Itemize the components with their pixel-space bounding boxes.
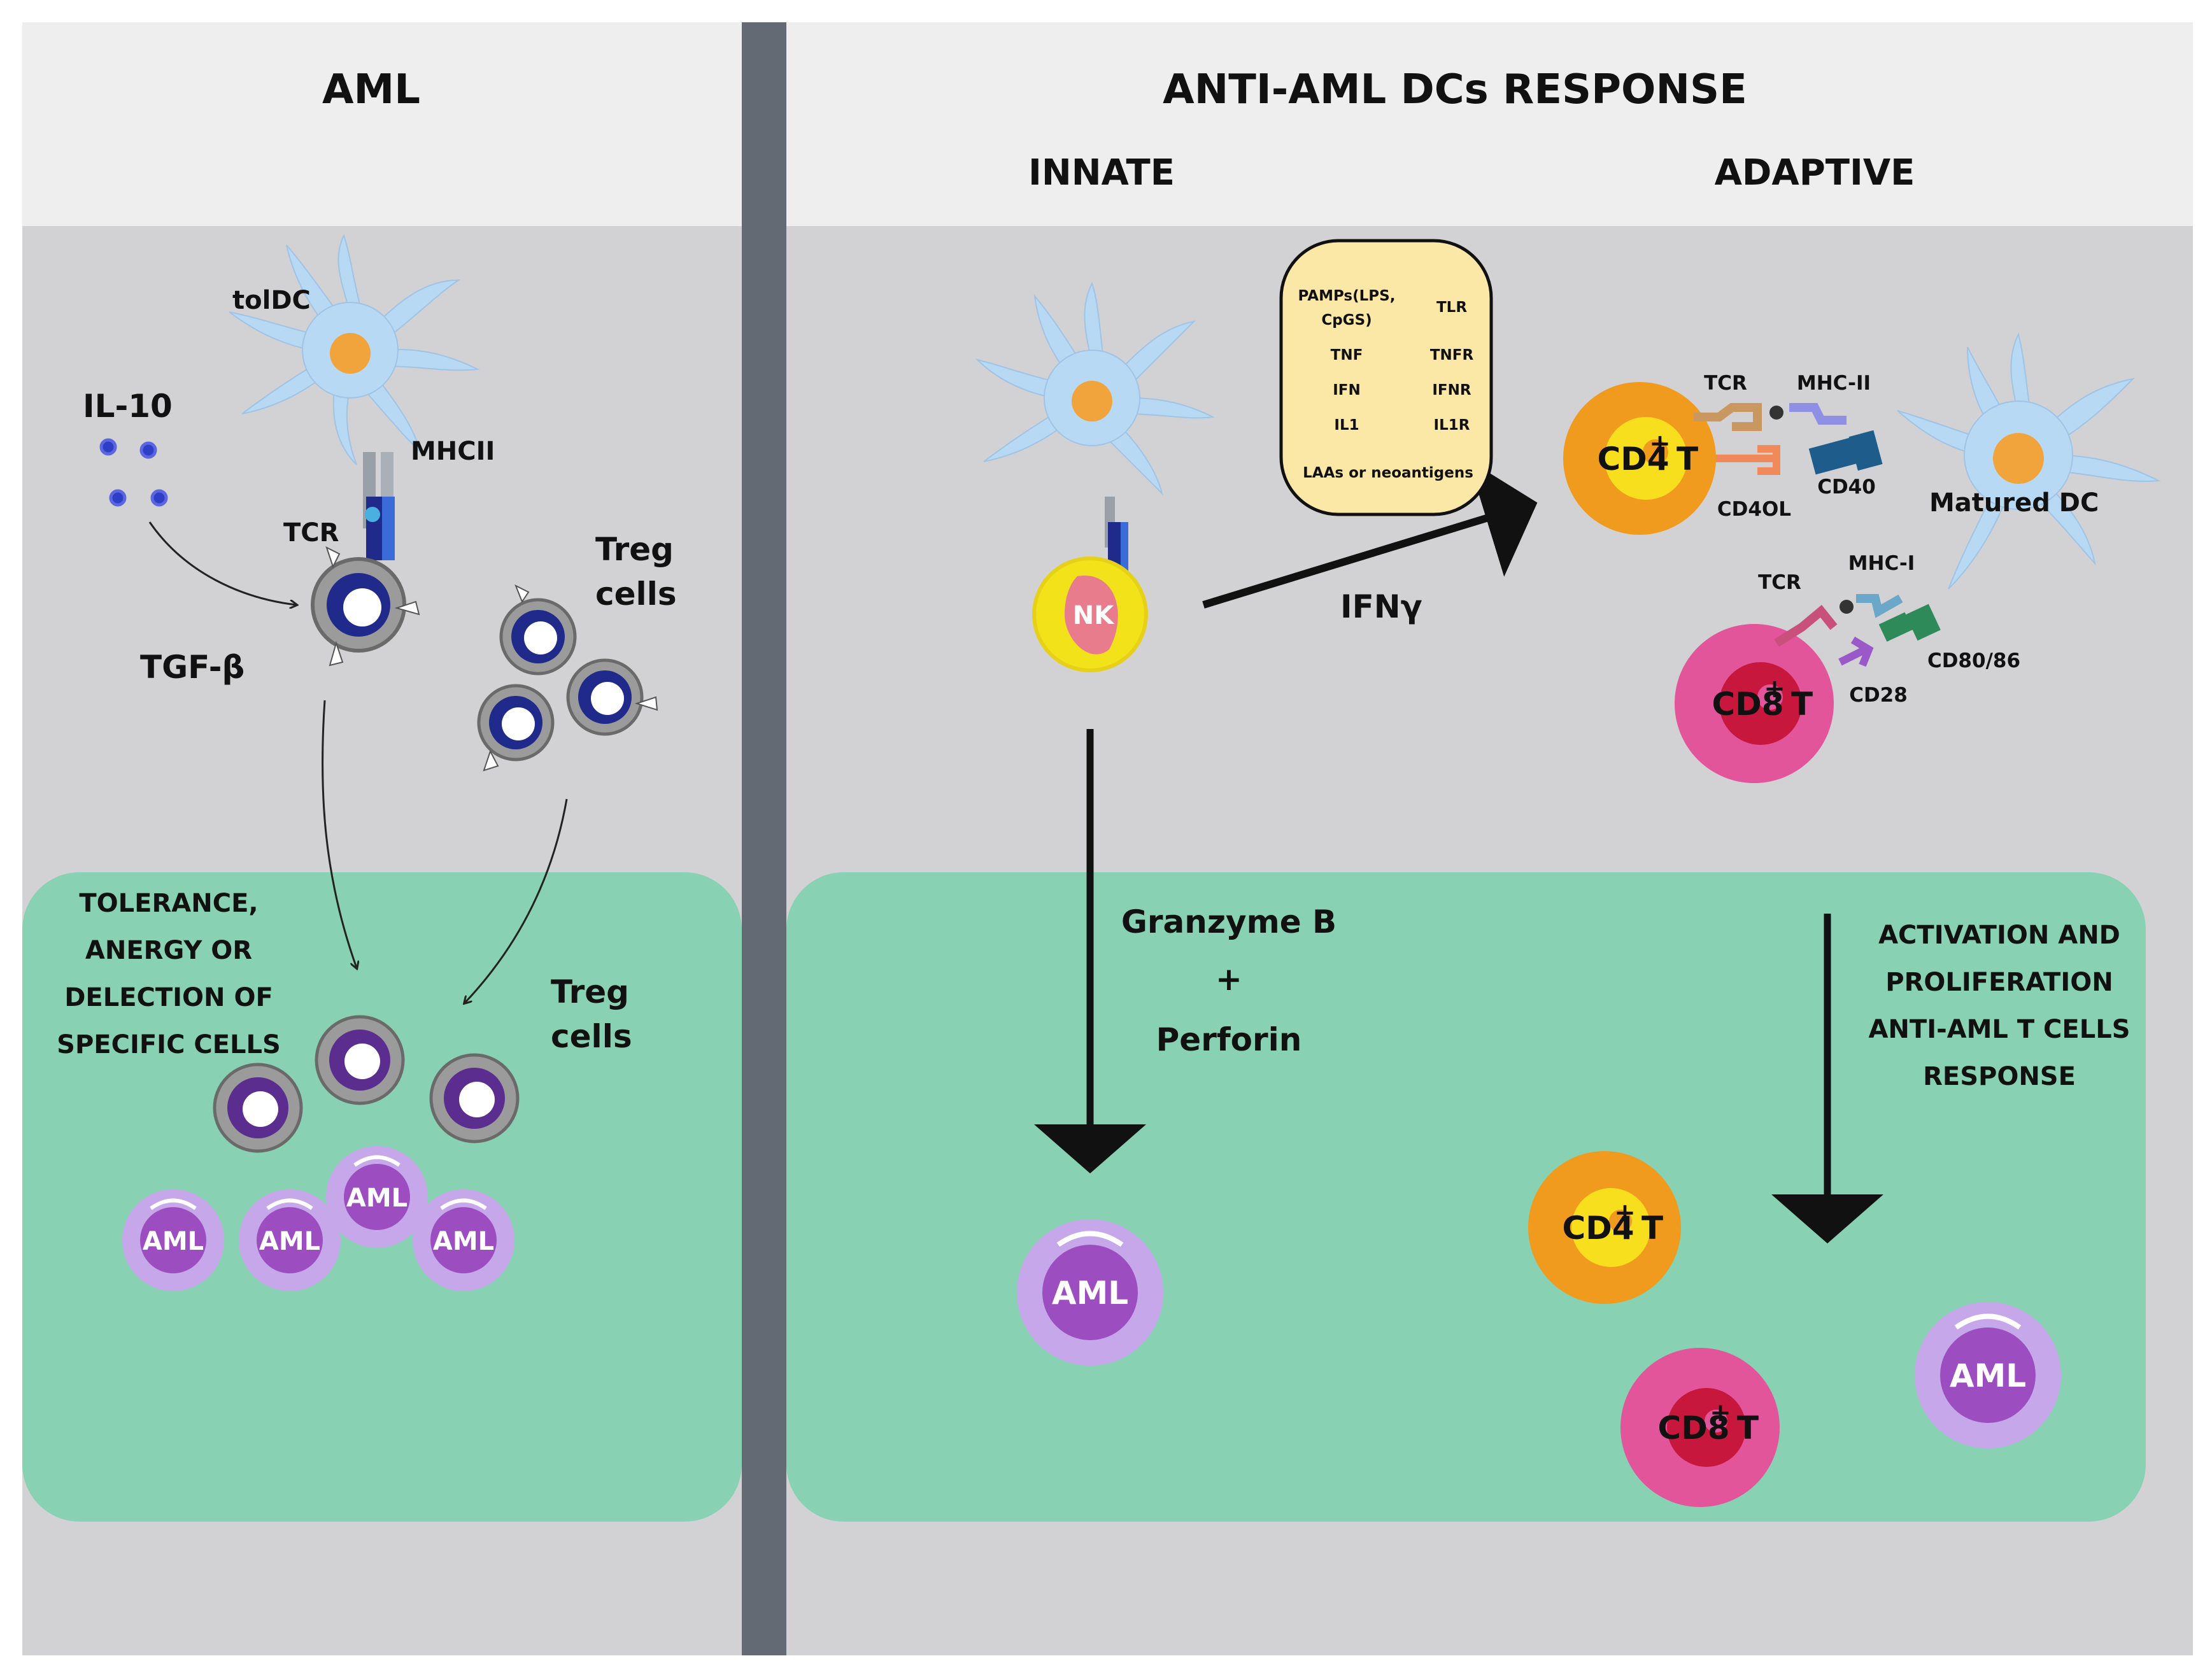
activation-line3: ANTI-AML T CELLS: [1868, 1015, 2130, 1044]
right-green-zone: [786, 872, 2146, 1522]
tcr-bottom-label: TCR: [1758, 571, 1801, 594]
signal-pamps-line2: CpGS): [1321, 312, 1372, 329]
cd4-superscript: +: [1649, 429, 1671, 458]
cd4-label: CD4: [1598, 441, 1670, 478]
signal-tlr: TLR: [1436, 299, 1467, 316]
cd8-t-cell-icon: CD8 + T: [1675, 624, 1834, 783]
mhcii-label: MHCII: [411, 437, 495, 466]
matured-dc-label: Matured DC: [1929, 488, 2099, 518]
il10-label: IL-10: [83, 388, 173, 425]
treg-cluster-icon: [477, 584, 658, 772]
aml-cell-icon: AML: [122, 1189, 224, 1291]
aml-cell-icon: AML: [326, 1146, 428, 1248]
nk-cell-icon: NK: [1032, 556, 1148, 672]
treg-label-line2: cells: [595, 576, 677, 612]
outcome-line1: TOLERANCE,: [79, 889, 258, 918]
nk-label: NK: [1073, 601, 1115, 630]
cd8-activated-label: CD8: [1658, 1410, 1730, 1447]
mhc1-label: MHC-I: [1848, 552, 1915, 575]
aml-adaptive-label: AML: [1950, 1357, 2026, 1394]
innate-label: INNATE: [1028, 152, 1175, 194]
signal-il1r: IL1R: [1434, 417, 1470, 434]
activation-signals-box: PAMPs(LPS, CpGS) TNF IFN IL1 TLR TNFR IF…: [1279, 239, 1493, 516]
activation-line2: PROLIFERATION: [1885, 968, 2113, 997]
cd8-t-label: T: [1791, 686, 1813, 723]
signal-pamps-line1: PAMPs(LPS,: [1298, 288, 1396, 304]
dendritic-cell-innate-icon: [975, 281, 1216, 496]
outcome-line4: SPECIFIC CELLS: [57, 1030, 281, 1059]
tgfb-arrow: [322, 700, 357, 968]
tcr-top-label: TCR: [1704, 372, 1747, 395]
aml-cell-icon: AML: [413, 1189, 514, 1291]
il10-arrow: [148, 521, 296, 605]
aml-cell-adaptive-icon: AML: [1915, 1302, 2061, 1448]
ifng-label: IFNγ: [1340, 588, 1422, 625]
right-panel-header: [786, 22, 2193, 226]
signal-antigens: LAAs or neoantigens: [1303, 465, 1473, 481]
cd8-activated-t-label: T: [1737, 1410, 1759, 1447]
treg2-label-line2: cells: [551, 1018, 632, 1055]
aml-cell-label: AML: [259, 1227, 320, 1256]
cd4-t-cell-icon: CD4 + T: [1563, 382, 1716, 535]
granzyme-line3: Perforin: [1156, 1021, 1302, 1058]
signal-ifn: IFN: [1333, 382, 1361, 399]
cd4-activated-t-label: T: [1641, 1210, 1663, 1247]
tolerogenic-dc-icon: [229, 234, 480, 465]
cd40-label: CD40: [1817, 476, 1876, 499]
signal-tnfr: TNFR: [1430, 347, 1474, 364]
activation-line1: ACTIVATION AND: [1878, 921, 2120, 950]
treg-cluster-lower-icon: [213, 1015, 520, 1153]
left-panel-title: AML: [322, 66, 420, 113]
cd28-label: CD28: [1849, 684, 1908, 707]
cd8-label: CD8: [1712, 686, 1784, 723]
cd40l-label: CD4OL: [1717, 498, 1791, 521]
cd8-t-cell-activated-icon: CD8 + T: [1620, 1348, 1780, 1507]
aml-cell-icon: AML: [239, 1189, 341, 1291]
mhcii-tcr-complex-icon: [363, 452, 395, 560]
cd4-activated-label: CD4: [1563, 1210, 1634, 1247]
adaptive-label: ADAPTIVE: [1715, 152, 1915, 194]
treg2-label-line1: Treg: [551, 973, 629, 1010]
matured-dc-icon: [1897, 332, 2161, 590]
aml-cell-label: AML: [433, 1227, 494, 1256]
ifng-arrow: [1202, 460, 1538, 609]
tcr-mhcii-synapse-icon: [1694, 403, 1883, 475]
treg-arrow: [465, 798, 568, 1003]
signal-tnf: TNF: [1331, 347, 1363, 364]
granzyme-line1: Granzyme B: [1121, 903, 1336, 940]
tcr-label: TCR: [283, 518, 339, 548]
activation-line4: RESPONSE: [1923, 1062, 2076, 1091]
tcr-mhci-synapse-icon: [1774, 594, 1941, 667]
outcome-line3: DELECTION OF: [64, 983, 273, 1012]
cd80-label: CD80/86: [1927, 649, 2020, 672]
cd4-t-label: T: [1677, 441, 1698, 478]
aml-target-label: AML: [1052, 1275, 1128, 1312]
panel-divider: [742, 22, 786, 1655]
right-panel-title: ANTI-AML DCs RESPONSE: [1163, 66, 1747, 113]
cd8-superscript: +: [1764, 674, 1785, 704]
il10-molecules-icon: [99, 438, 168, 507]
signal-ifnr: IFNR: [1432, 382, 1471, 399]
treg-cell-icon: [311, 546, 420, 667]
cd4-activated-superscript: +: [1614, 1198, 1636, 1228]
aml-cell-target-icon: AML: [1017, 1219, 1163, 1366]
outcome-line2: ANERGY OR: [85, 936, 252, 965]
aml-cell-label: AML: [346, 1184, 408, 1213]
tgfb-label: TGF-β: [140, 649, 245, 686]
aml-cell-label: AML: [143, 1227, 204, 1256]
cd8-activated-superscript: +: [1710, 1398, 1731, 1427]
treg-label-line1: Treg: [595, 531, 674, 568]
left-panel-header: [22, 22, 742, 226]
mhc2-label: MHC-II: [1797, 372, 1871, 395]
toldc-label: tolDC: [232, 286, 311, 315]
signal-il1: IL1: [1334, 417, 1359, 434]
granzyme-line2: +: [1216, 961, 1242, 998]
cd4-t-cell-activated-icon: CD4 + T: [1528, 1151, 1681, 1304]
